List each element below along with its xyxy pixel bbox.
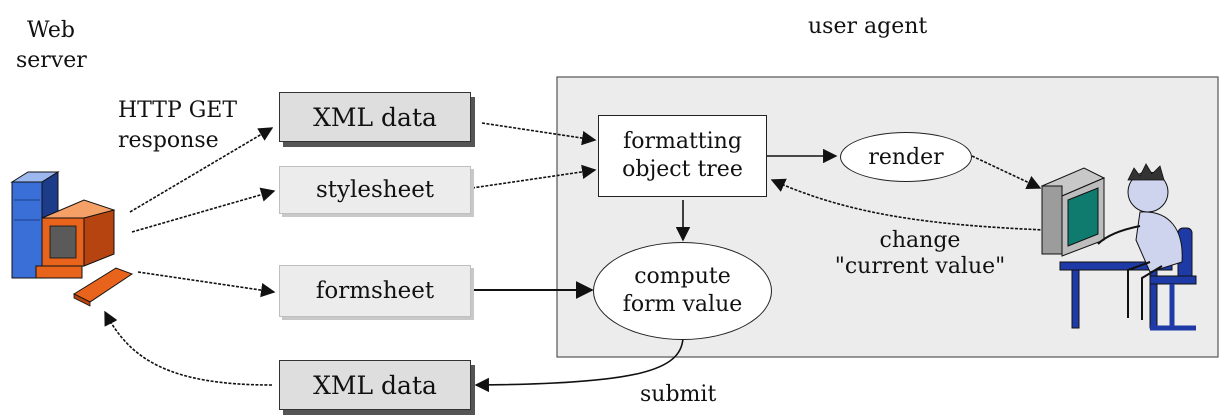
web-server-computer-icon bbox=[10, 171, 134, 307]
fo-tree-line1: formatting bbox=[623, 129, 742, 154]
xml-data-bottom-text: XML data bbox=[313, 370, 437, 400]
change-label-line2: "current value" bbox=[834, 254, 1006, 279]
submit-label: submit bbox=[640, 382, 717, 407]
xml-data-bottom-box: XML data bbox=[279, 360, 471, 410]
stylesheet-text: stylesheet bbox=[315, 177, 435, 203]
arrow-compute-to-xml-data bbox=[474, 337, 684, 393]
arrow-stylesheet-to-fo-tree bbox=[471, 164, 597, 189]
xml-data-top-text: XML data bbox=[313, 102, 437, 132]
arrow-xml-data-to-server bbox=[104, 310, 273, 386]
change-current-value-label: change "current value" bbox=[820, 228, 1020, 280]
change-label-line1: change bbox=[879, 228, 961, 253]
web-server-label: Web server bbox=[16, 16, 87, 76]
user-agent-label: user agent bbox=[808, 14, 928, 39]
formsheet-box: formsheet bbox=[279, 265, 471, 317]
http-get-label: HTTP GET response bbox=[118, 96, 237, 156]
compute-line2: form value bbox=[622, 292, 743, 317]
arrow-server-to-xml-data bbox=[129, 127, 274, 213]
xml-data-top-box: XML data bbox=[279, 92, 471, 142]
http-get-label-line2: response bbox=[118, 128, 219, 153]
arrow-server-to-stylesheet bbox=[131, 187, 276, 233]
render-oval: render bbox=[840, 132, 972, 182]
user-at-computer-icon bbox=[1040, 163, 1197, 331]
arrow-xml-to-fo-tree bbox=[481, 122, 597, 146]
web-server-label-line1: Web bbox=[27, 18, 75, 43]
formsheet-text: formsheet bbox=[315, 278, 435, 304]
fo-tree-line2: object tree bbox=[622, 157, 743, 182]
arrow-server-to-formsheet bbox=[137, 271, 276, 298]
compute-line1: compute bbox=[634, 264, 731, 289]
stylesheet-box: stylesheet bbox=[279, 166, 471, 214]
web-server-label-line2: server bbox=[16, 48, 87, 73]
render-text: render bbox=[868, 144, 944, 170]
arrow-user-to-fo-tree bbox=[770, 178, 1046, 231]
arrow-render-to-user bbox=[971, 155, 1042, 189]
compute-form-value-oval: compute form value bbox=[593, 242, 772, 340]
formatting-object-tree-box: formatting object tree bbox=[598, 115, 767, 197]
http-get-label-line1: HTTP GET bbox=[118, 98, 238, 123]
